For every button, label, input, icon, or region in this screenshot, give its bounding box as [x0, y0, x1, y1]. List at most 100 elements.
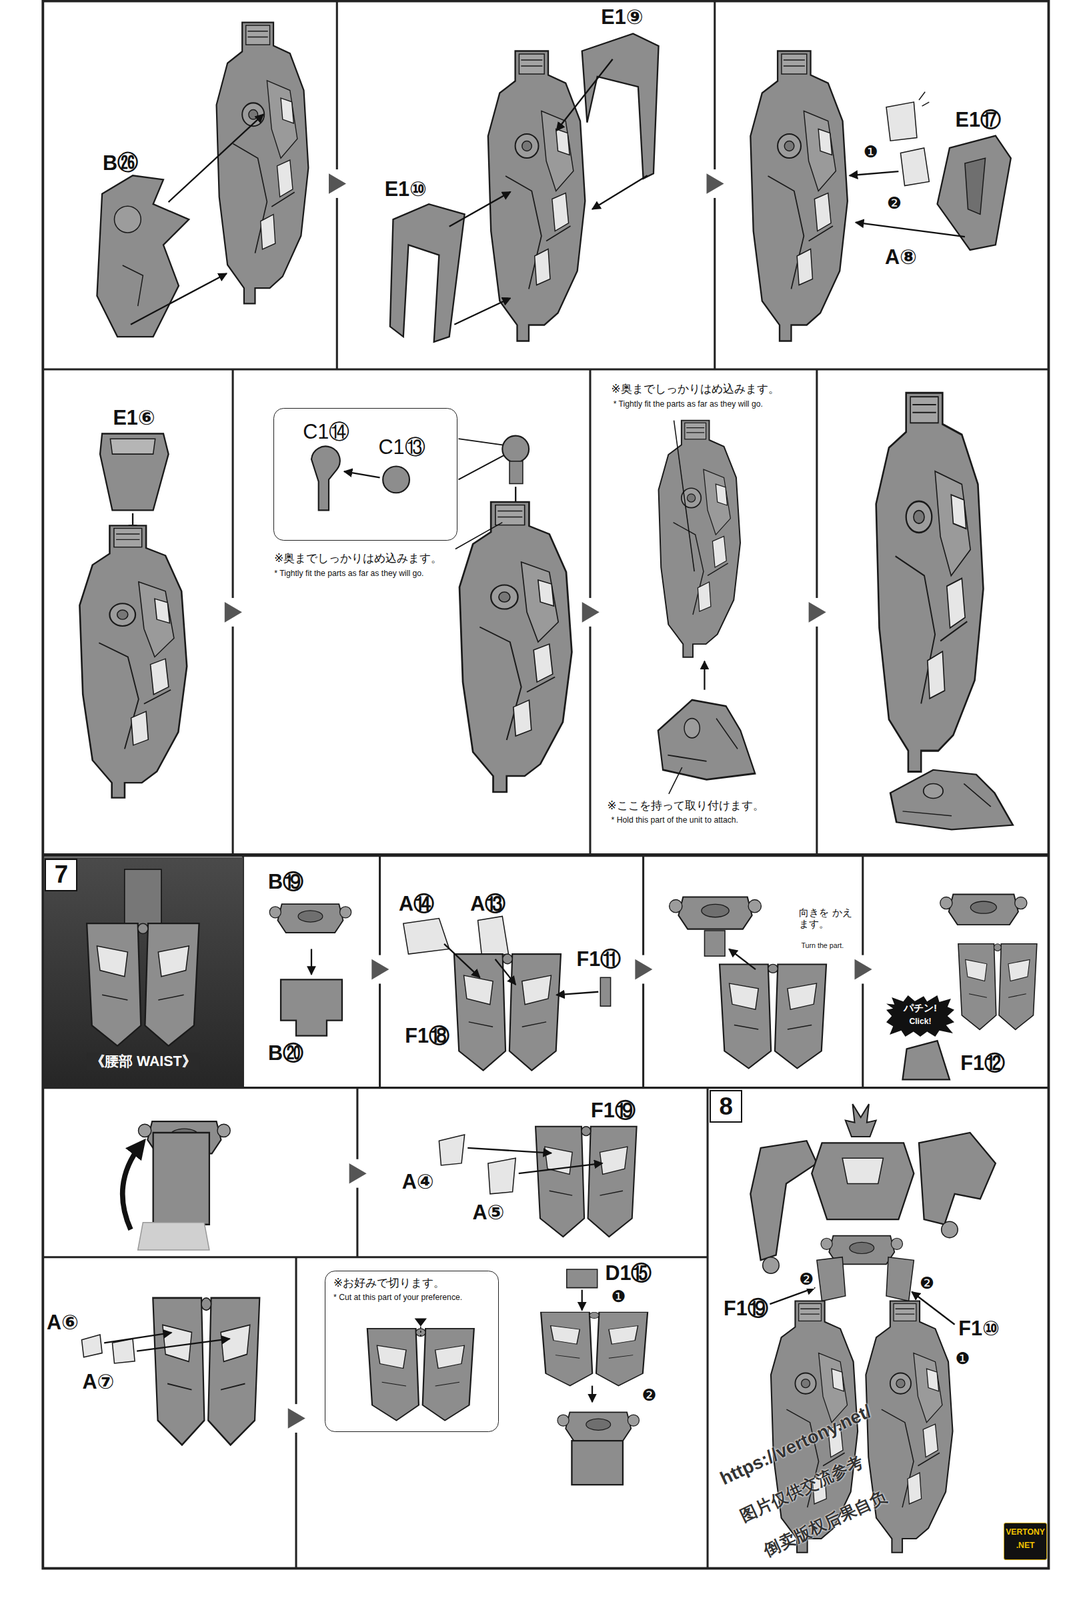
click-burst: パチン!Click! [886, 995, 955, 1037]
part-number: F1⑲ [722, 1297, 769, 1321]
waist-parts-row-5 [367, 1329, 475, 1422]
waist-parts-row-3 [403, 918, 450, 955]
part-number: B⑲ [267, 870, 305, 894]
part-number: A⑭ [398, 892, 435, 916]
note-text: ※ここを持って取り付けます。 [606, 799, 765, 813]
box-title: Click! [908, 1016, 931, 1027]
step-arrow [578, 598, 602, 627]
leg-parts-row-2 [674, 420, 695, 573]
part-number: A⑧ [884, 245, 918, 269]
part-number: E1⑥ [112, 406, 156, 430]
waist-parts-row-5 [540, 1312, 648, 1386]
part-number: B⑳ [267, 1041, 305, 1065]
waist-parts-row-4 [488, 1158, 516, 1195]
waist-parts-row-5 [414, 1319, 427, 1328]
step-arrow [805, 598, 829, 627]
waist-parts-row-4 [438, 1135, 465, 1166]
note-text: * Tightly fit the parts as far as they w… [612, 399, 764, 409]
robot-figure [750, 1141, 817, 1261]
leg-parts-row-1 [592, 175, 648, 210]
step-arrow [325, 169, 349, 199]
step-arrow [706, 173, 725, 195]
robot-figure [845, 1104, 877, 1138]
waist-parts-row-4 [518, 1163, 603, 1174]
leg-parts-row-2 [382, 466, 410, 493]
waist-parts-row-5 [420, 1327, 422, 1340]
burst-shape [886, 995, 955, 1037]
step-arrow [851, 955, 875, 985]
waist-parts-row-4 [138, 1223, 210, 1251]
step-number: 8 [709, 1090, 743, 1124]
leg-parts-row-2 [876, 392, 984, 772]
step-arrow [632, 955, 655, 985]
waist-parts-row-5 [591, 1386, 593, 1403]
step-order-number: ❷ [886, 194, 903, 213]
box-title: 《腰部 WAIST》 [86, 1052, 201, 1072]
waist-parts-row-5 [152, 1298, 260, 1446]
waist-parts-row-4 [535, 1127, 637, 1238]
waist-parts-row-4 [122, 1145, 142, 1230]
leg-parts-row-2 [100, 434, 169, 511]
waist-parts-row-4 [122, 1121, 637, 1251]
robot-figure [941, 1221, 958, 1238]
part-number: A⑦ [82, 1370, 116, 1394]
waist-parts-row-3 [728, 948, 756, 970]
waist-parts-row-5 [112, 1339, 135, 1364]
box-text: C1⑬ [378, 435, 425, 459]
robot-figure [762, 1257, 779, 1274]
step-arrow [808, 602, 827, 623]
box-title: 7 [54, 860, 69, 889]
reference-photo: 《腰部 WAIST》 7 [42, 856, 244, 1090]
step-arrow [284, 1404, 308, 1434]
panel-frame [42, 1, 1049, 1570]
robot-figure [865, 1301, 953, 1554]
box-text: C1⑭ [302, 420, 350, 444]
waist-parts-row-3 [444, 944, 481, 979]
waist-parts-row-3 [495, 959, 517, 985]
step-order-number: ❶ [610, 1287, 627, 1307]
note-text: 向きを かえます。 [798, 906, 861, 931]
step-order-number: ❶ [862, 142, 879, 162]
leg-parts-row-2 [890, 770, 1013, 831]
waist-parts-row-3 [124, 869, 162, 931]
step-arrow [582, 602, 600, 623]
leg-parts-row-1 [900, 148, 929, 187]
part-number: A⑬ [469, 892, 507, 916]
leg-parts-row-2 [703, 661, 705, 691]
note-text: ※奥までしっかりはめ込みます。 [610, 382, 781, 396]
waist-parts-row-3 [704, 930, 725, 957]
step-number: 7 [44, 858, 78, 892]
step-arrow [346, 1159, 369, 1189]
leg-parts-row-2 [110, 438, 155, 455]
leg-parts-row-1 [855, 222, 965, 237]
waist-parts-row-3 [958, 944, 1037, 1031]
waist-parts-row-5 [104, 1333, 172, 1344]
leg-parts-row-2 [458, 438, 503, 445]
step-arrow [368, 955, 392, 985]
leg-parts-row-1 [216, 22, 309, 305]
waist-parts-row-5 [557, 1412, 639, 1442]
step-arrow [328, 173, 347, 195]
leg-parts-row-2 [79, 525, 187, 798]
leg-parts-row-1 [886, 102, 917, 141]
step-arrow [288, 1408, 306, 1430]
note-text: Turn the part. [800, 941, 845, 950]
step-arrow [221, 169, 874, 1434]
leg-parts-row-1 [849, 171, 899, 176]
leg-parts-row-1 [918, 92, 929, 107]
waist-parts-row-3 [86, 923, 199, 1047]
robot-figure [811, 1143, 914, 1220]
waist-parts-row-5 [581, 1290, 583, 1312]
step-order-number: ❷ [641, 1386, 658, 1406]
step-arrow [224, 602, 243, 623]
waist-parts-row-3 [454, 954, 561, 1071]
leg-parts-row-2 [658, 700, 755, 780]
waist-parts-row-5 [81, 1269, 648, 1486]
box-text: ※お好みで切ります。 [333, 1277, 445, 1290]
note-box: C1⑭ C1⑬ [273, 408, 458, 541]
robot-figure [918, 1133, 996, 1226]
part-number: D1⑮ [604, 1261, 653, 1286]
step-arrow [349, 1163, 367, 1185]
